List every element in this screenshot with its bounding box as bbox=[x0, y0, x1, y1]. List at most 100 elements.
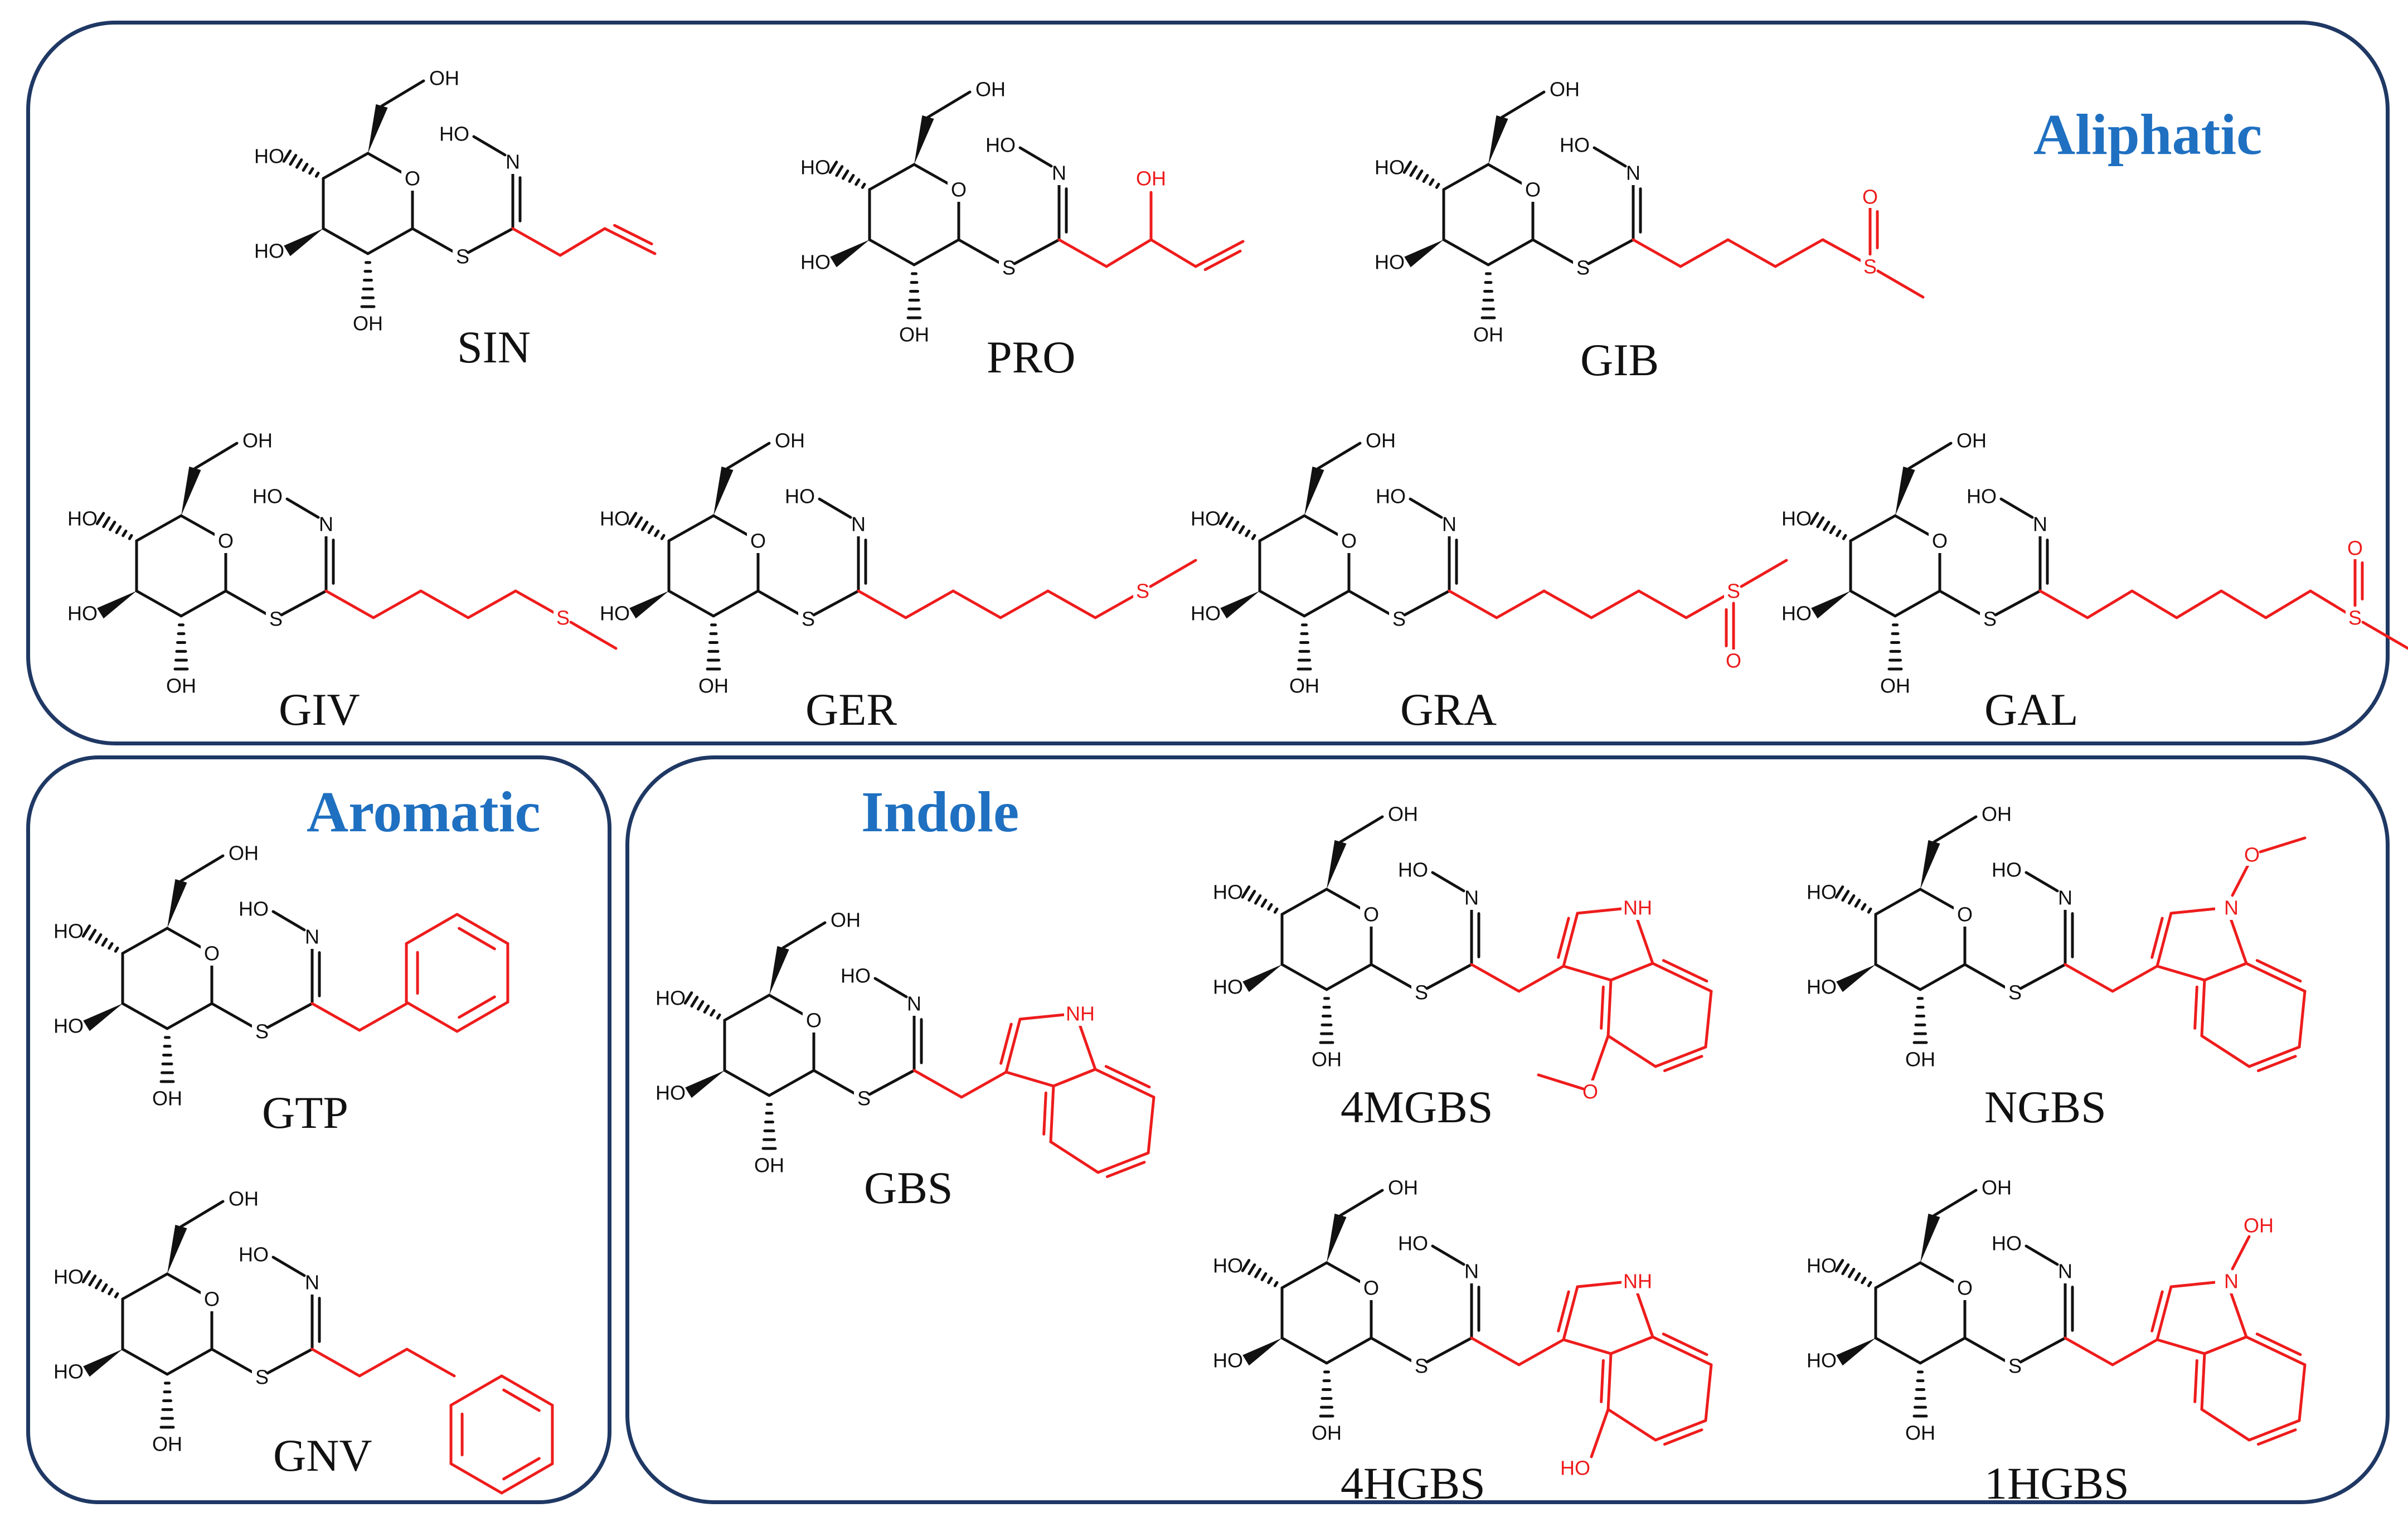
oh-label: OH bbox=[1550, 78, 1580, 101]
hash-bond bbox=[1273, 1281, 1279, 1287]
label-mask bbox=[948, 177, 970, 202]
hash-bond bbox=[81, 924, 91, 938]
bond bbox=[135, 589, 183, 618]
ho-label: HO bbox=[254, 240, 284, 263]
double-bond bbox=[1651, 1335, 1713, 1366]
bond bbox=[1013, 238, 1061, 265]
ho-label: HO bbox=[1807, 1254, 1837, 1277]
side-chain-bond bbox=[2231, 861, 2251, 897]
bond bbox=[1431, 1244, 1465, 1266]
bond bbox=[1501, 90, 1546, 119]
bond bbox=[1370, 1336, 1420, 1366]
hash-bond bbox=[1231, 521, 1240, 531]
sulfur-label: S bbox=[269, 608, 283, 631]
label-mask bbox=[316, 512, 336, 536]
wedge-bond bbox=[1836, 1338, 1876, 1366]
double-bond bbox=[1096, 1151, 1150, 1174]
hash-bond bbox=[1267, 1276, 1273, 1285]
hash-bond bbox=[128, 534, 133, 540]
side-chain-bond bbox=[2111, 1338, 2159, 1366]
bond bbox=[179, 1200, 225, 1228]
label-mask bbox=[201, 941, 223, 966]
side-chain-bond bbox=[912, 1069, 963, 1099]
double-bond-inner bbox=[2255, 1332, 2302, 1356]
ring-oxygen-label: O bbox=[1957, 1277, 1973, 1300]
indole-nitrogen-label: N bbox=[2224, 896, 2239, 919]
side-chain-bond bbox=[857, 589, 907, 619]
bond bbox=[1280, 1261, 1328, 1290]
side-chain-bond bbox=[419, 589, 470, 619]
panel-title-indole: Indole bbox=[861, 780, 1019, 844]
ho-label: HO bbox=[600, 602, 630, 625]
label-mask bbox=[854, 1086, 874, 1111]
label-mask bbox=[554, 605, 572, 630]
side-chain-bond bbox=[358, 1002, 409, 1032]
ring-inner-bond bbox=[502, 1457, 541, 1481]
bond bbox=[1938, 589, 1989, 619]
hash-bond bbox=[1247, 1263, 1256, 1276]
side-chain-bond bbox=[559, 227, 606, 257]
double-bond-inner bbox=[1663, 1055, 1703, 1073]
label-mask bbox=[1360, 902, 1382, 927]
sulfoxide-oxygen-label: O bbox=[1726, 649, 1741, 672]
nitrogen-label: N bbox=[1442, 513, 1457, 536]
bond bbox=[812, 589, 860, 617]
label-pro: PRO bbox=[987, 332, 1076, 382]
side-chain-bond bbox=[1470, 1336, 1521, 1366]
bond bbox=[1303, 589, 1351, 618]
ho-label: HO bbox=[1213, 1349, 1243, 1372]
bond bbox=[1933, 1189, 1978, 1217]
double-bond-inner bbox=[1104, 1065, 1151, 1089]
label-mask bbox=[1724, 649, 1743, 672]
sulfur-label: S bbox=[1136, 580, 1149, 603]
side-chain-bond bbox=[904, 589, 955, 619]
side-chain-bond bbox=[2064, 1336, 2114, 1366]
side-chain-bond bbox=[1149, 559, 1197, 588]
double-bond bbox=[1606, 978, 1613, 1038]
bond bbox=[2025, 871, 2059, 893]
nitrogen-label: N bbox=[2058, 1260, 2072, 1283]
sulfur-label: S bbox=[456, 245, 469, 268]
label-mask bbox=[1623, 161, 1643, 185]
bond bbox=[1999, 497, 2034, 519]
oh-label: OH bbox=[229, 842, 259, 865]
bond bbox=[411, 227, 462, 257]
bond bbox=[726, 442, 771, 470]
ring-bond bbox=[2155, 1338, 2206, 1355]
panel-title-aliphatic: Aliphatic bbox=[2033, 103, 2263, 167]
bond bbox=[2025, 1244, 2059, 1266]
wedge-bond bbox=[167, 1224, 187, 1274]
hash-bond bbox=[1867, 907, 1872, 914]
hash-bond bbox=[841, 169, 849, 180]
label-giv: GIV bbox=[279, 684, 360, 735]
hash-bond bbox=[1415, 169, 1424, 180]
hash-bond bbox=[647, 525, 654, 535]
ho-label: HO bbox=[67, 507, 98, 530]
ring-bond bbox=[1562, 1338, 1613, 1355]
bond bbox=[1994, 589, 2042, 617]
wedge-bond bbox=[97, 591, 137, 619]
double-bond-inner bbox=[999, 1022, 1013, 1065]
ho-label: HO bbox=[254, 145, 284, 168]
label-gnv: GNV bbox=[273, 1430, 372, 1481]
hash-bond bbox=[1267, 903, 1273, 911]
panel-title-aromatic: Aromatic bbox=[307, 780, 541, 844]
side-chain-bond bbox=[310, 1002, 361, 1032]
hash-bond bbox=[102, 516, 111, 529]
ring-bond bbox=[2298, 990, 2307, 1049]
side-chain-bond bbox=[1876, 269, 1925, 299]
hash-bond bbox=[1834, 1259, 1844, 1272]
ring-inner-bond bbox=[458, 927, 496, 951]
bond bbox=[712, 589, 760, 618]
bond bbox=[271, 1256, 306, 1277]
oh-label: OH bbox=[1982, 803, 2012, 826]
